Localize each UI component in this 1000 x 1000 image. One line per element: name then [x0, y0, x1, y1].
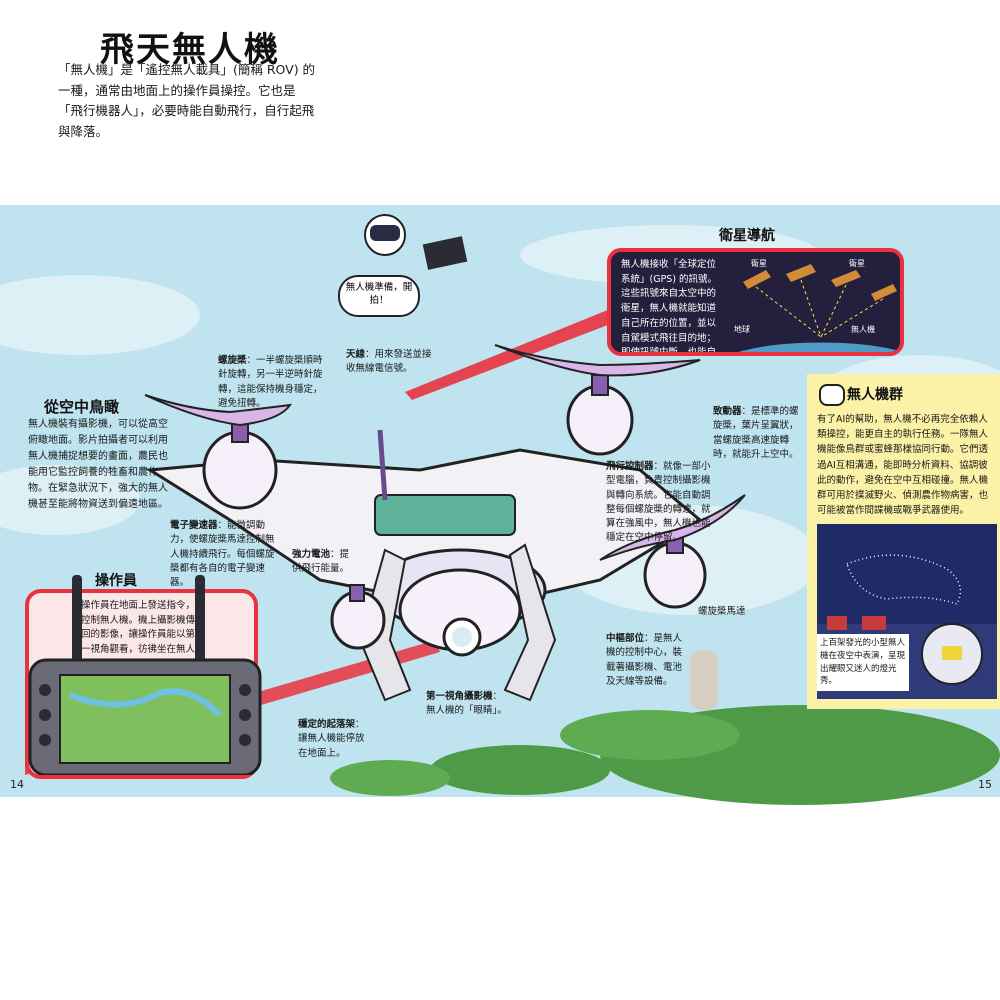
satellite-diagram — [735, 264, 900, 352]
label-flight-controller: 飛行控制器：就像一部小型電腦，負責控制攝影機與轉向系統。它能自動調整每個螺旋槳的… — [606, 461, 711, 544]
speech-bubble: 無人機準備，開拍！ — [338, 275, 420, 317]
satellite-label: 衛星 — [849, 259, 865, 268]
label-battery: 強力電池：提供飛行能量。 — [292, 549, 350, 575]
drone-body — [144, 344, 746, 702]
label-actuator: 致動器：是標準的螺旋槳，葉片呈翼狀，當螺旋槳高速旋轉時，就能升上空中。 — [713, 406, 799, 460]
rotor — [494, 344, 701, 456]
gps-text: 無人機接收「全球定位系統」(GPS) 的訊號。這些訊號來自太空中的衛星，無人機就… — [621, 259, 718, 356]
satellite-icon — [786, 264, 816, 282]
operator-heading: 操作員 — [95, 573, 137, 589]
gps-heading: 衛星導航 — [719, 228, 775, 244]
satellite-icon — [831, 270, 861, 287]
label-propeller: 螺旋槳：一半螺旋槳順時針旋轉，另一半逆時針旋轉，這能保持機身穩定，避免扭轉。 — [218, 355, 323, 409]
remote-controller — [28, 575, 262, 775]
earth-label: 地球 — [734, 325, 750, 334]
rotor — [599, 494, 746, 609]
page-number-right: 15 — [978, 778, 992, 791]
satellite-label: 衛星 — [751, 259, 767, 268]
swarm-text: 有了AI的幫助，無人機不必再完全依賴人類操控，能更自主的執行任務。一隊無人機能像… — [817, 414, 989, 517]
controller-screen — [59, 674, 231, 764]
aerial-heading: 從空中鳥瞰 — [44, 398, 120, 416]
rotor — [330, 584, 386, 650]
intro-paragraph: 「無人機」是「遙控無人載具」(簡稱 ROV) 的一種，通常由地面上的操作員操控。… — [58, 62, 316, 139]
ai-head-icon — [819, 384, 845, 406]
drone-label: 無人機 — [851, 325, 875, 334]
page-number-left: 14 — [10, 778, 24, 791]
page-title: 飛天無人機 — [100, 30, 280, 70]
label-camera: 第一視角攝影機：無人機的「眼睛」。 — [426, 691, 507, 717]
label-hub: 中樞部位：是無人機的控制中心，裝載著攝影機、電池及天線等設備。 — [606, 633, 683, 687]
label-motor: 螺旋槳馬達 — [698, 606, 746, 617]
night-sky-scene: 上百架發光的小型無人機在夜空中表演，呈現出耀眼又迷人的燈光秀。 — [817, 524, 997, 699]
cloud — [0, 275, 200, 355]
robot-mascot — [364, 214, 468, 270]
tree-canopy — [330, 650, 1000, 805]
label-landing-gear: 穩定的起落架：讓無人機能停放在地面上。 — [298, 719, 365, 759]
antenna-left — [72, 575, 82, 665]
swarm-caption: 上百架發光的小型無人機在夜空中表演，呈現出耀眼又迷人的燈光秀。 — [817, 634, 909, 691]
satellite-icon — [871, 284, 897, 301]
aerial-text: 無人機裝有攝影機，可以從高空俯瞰地面。影片拍攝者可以利用無人機捕捉想要的畫面，農… — [28, 419, 168, 510]
label-antenna: 天線：用來發送並接收無線電信號。 — [346, 349, 432, 375]
rotor — [144, 394, 293, 510]
cloud — [0, 465, 140, 535]
swarm-heading: 無人機群 — [847, 387, 903, 403]
gps-panel: 無人機接收「全球定位系統」(GPS) 的訊號。這些訊號來自太空中的衛星，無人機就… — [607, 248, 904, 356]
swarm-panel: 無人機群 有了AI的幫助，無人機不必再完全依賴人類操控，能更自主的執行任務。一隊… — [807, 374, 1000, 709]
satellite-icon — [743, 270, 771, 289]
label-esc: 電子變速器：能微調動力，使螺旋槳馬達控制無人機持續飛行。每個螺旋槳都有各自的電子… — [170, 520, 275, 588]
antenna-right — [195, 575, 205, 665]
